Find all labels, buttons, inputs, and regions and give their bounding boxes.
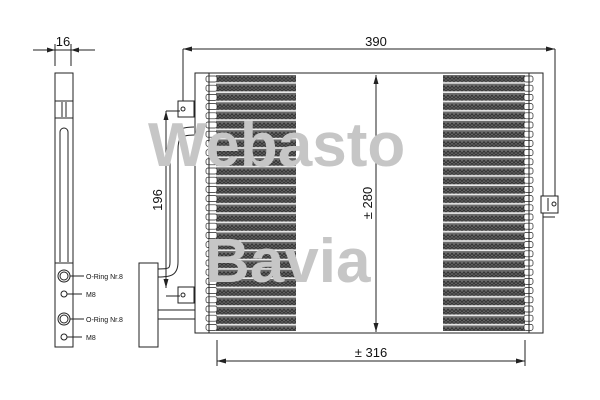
tube-end [205, 186, 218, 193]
side-tank [54, 72, 74, 348]
fin-block-right [443, 75, 525, 331]
dim-mount-spacing: 196 [150, 189, 165, 211]
tube-end [205, 324, 218, 331]
tube-end [205, 204, 218, 212]
dim-16-arrows [47, 47, 79, 53]
tube-end [205, 103, 218, 110]
dim-core-width: ± 316 [355, 345, 387, 360]
dim-overall-width: 390 [365, 34, 387, 49]
label-m8-2: M8 [86, 335, 96, 342]
bracket-bottom-left [177, 286, 195, 304]
connector-block [138, 262, 159, 348]
tube-end [205, 305, 218, 313]
watermark: Webasto Bavia [148, 111, 405, 296]
label-m8-1: M8 [86, 292, 96, 299]
side-slot [59, 127, 69, 262]
tube-end [205, 84, 218, 92]
m8-thread-2 [60, 333, 82, 341]
watermark-line-1: Webasto [148, 111, 405, 180]
bracket-top-left [177, 100, 195, 118]
tube-end [205, 94, 218, 101]
tube-end [205, 314, 218, 322]
fin-block-left [216, 75, 296, 331]
watermark-line-2: Bavia [205, 227, 371, 296]
outlet-pipe [157, 309, 197, 320]
o-ring-2 [57, 312, 84, 326]
side-view: 16 O-Ring Nr.8 M8 O-Ring Nr.8 M8 [33, 34, 123, 348]
o-ring-1 [57, 269, 84, 283]
tube-end [205, 213, 218, 221]
dim-core-height: ± 280 [360, 187, 375, 219]
left-header-tank [194, 72, 210, 334]
label-o-ring-2: O-Ring Nr.8 [86, 317, 123, 324]
bracket-right [540, 195, 559, 214]
label-o-ring-1: O-Ring Nr.8 [86, 274, 123, 281]
tube-end [205, 296, 218, 304]
tube-end [205, 195, 218, 202]
dim-side-width: 16 [56, 34, 70, 49]
tube-end [205, 75, 218, 83]
front-view: 390 ± 316 [138, 34, 559, 366]
m8-thread-1 [60, 290, 82, 298]
